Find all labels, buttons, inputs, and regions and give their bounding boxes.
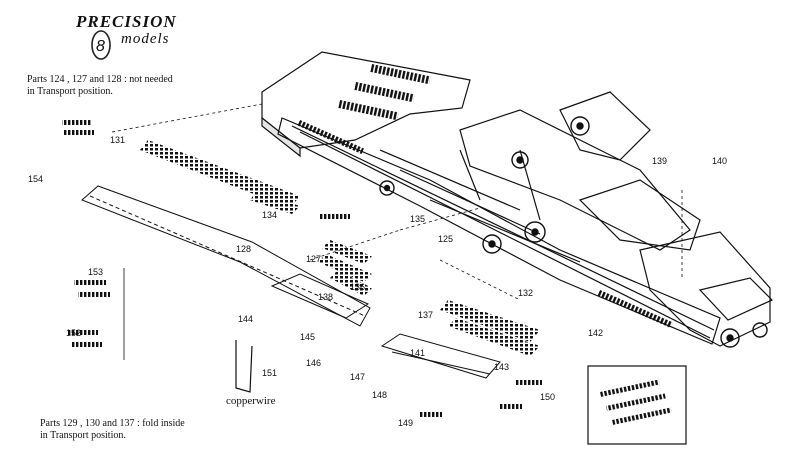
machine-grilles xyxy=(297,63,674,329)
part-label: 137 xyxy=(418,310,433,320)
part-label: 142 xyxy=(588,328,603,338)
transport-note-bottom-line1: Parts 129 , 130 and 137 : fold inside xyxy=(40,418,185,429)
part-label: 136 xyxy=(350,282,365,292)
copperwire-bracket xyxy=(235,340,253,393)
machine-wheels xyxy=(379,116,768,348)
machine-body xyxy=(261,51,774,347)
part-label: 144 xyxy=(238,314,253,324)
part-label: 141 xyxy=(410,348,425,358)
transport-note-bottom: Parts 129 , 130 and 137 : fold inside in… xyxy=(40,418,185,442)
small-parts xyxy=(62,120,542,417)
part-labels: 131 134 128 127 138 136 135 125 132 139 … xyxy=(28,135,727,428)
part-label: 145 xyxy=(300,332,315,342)
transport-note-top-line2: in Transport position. xyxy=(27,86,113,97)
brand-logo-glyph: 8 xyxy=(96,38,105,55)
part-label: 125 xyxy=(438,234,453,244)
transport-note-top-line1: Parts 124 , 127 and 128 : not needed xyxy=(27,74,173,85)
transport-note-top: Parts 124 , 127 and 128 : not needed in … xyxy=(27,74,173,98)
part-label: 140 xyxy=(712,156,727,166)
leader-lines xyxy=(111,103,683,360)
part-label: 135 xyxy=(410,214,425,224)
part-label: 127 xyxy=(306,254,321,264)
part-label: 138 xyxy=(318,292,333,302)
part-label: 146 xyxy=(306,358,321,368)
brand-subtitle: models xyxy=(121,31,170,47)
grille-plates xyxy=(140,140,540,356)
copperwire-label: copperwire xyxy=(226,395,276,407)
part-label: 153 xyxy=(88,267,103,277)
part-label: 149 xyxy=(398,418,413,428)
part-label: 139 xyxy=(652,156,667,166)
lower-deck xyxy=(270,273,501,379)
part-label: 143 xyxy=(494,362,509,372)
brand-title: PRECISION xyxy=(76,12,177,31)
part-label: 151 xyxy=(262,368,277,378)
part-label: 132 xyxy=(518,288,533,298)
part-label: 147 xyxy=(350,372,365,382)
part-label: 131 xyxy=(110,135,125,145)
ramp-track xyxy=(81,185,371,327)
transport-note-bottom-line2: in Transport position. xyxy=(40,430,126,441)
part-label: 134 xyxy=(262,210,277,220)
inset-detail-box xyxy=(587,365,687,445)
part-label: 128 xyxy=(236,244,251,254)
part-label: 154 xyxy=(28,174,43,184)
brand-logo-icon: 8 xyxy=(91,30,111,60)
part-label: 150 xyxy=(540,392,555,402)
part-label: 152 xyxy=(66,328,81,338)
part-label: 148 xyxy=(372,390,387,400)
